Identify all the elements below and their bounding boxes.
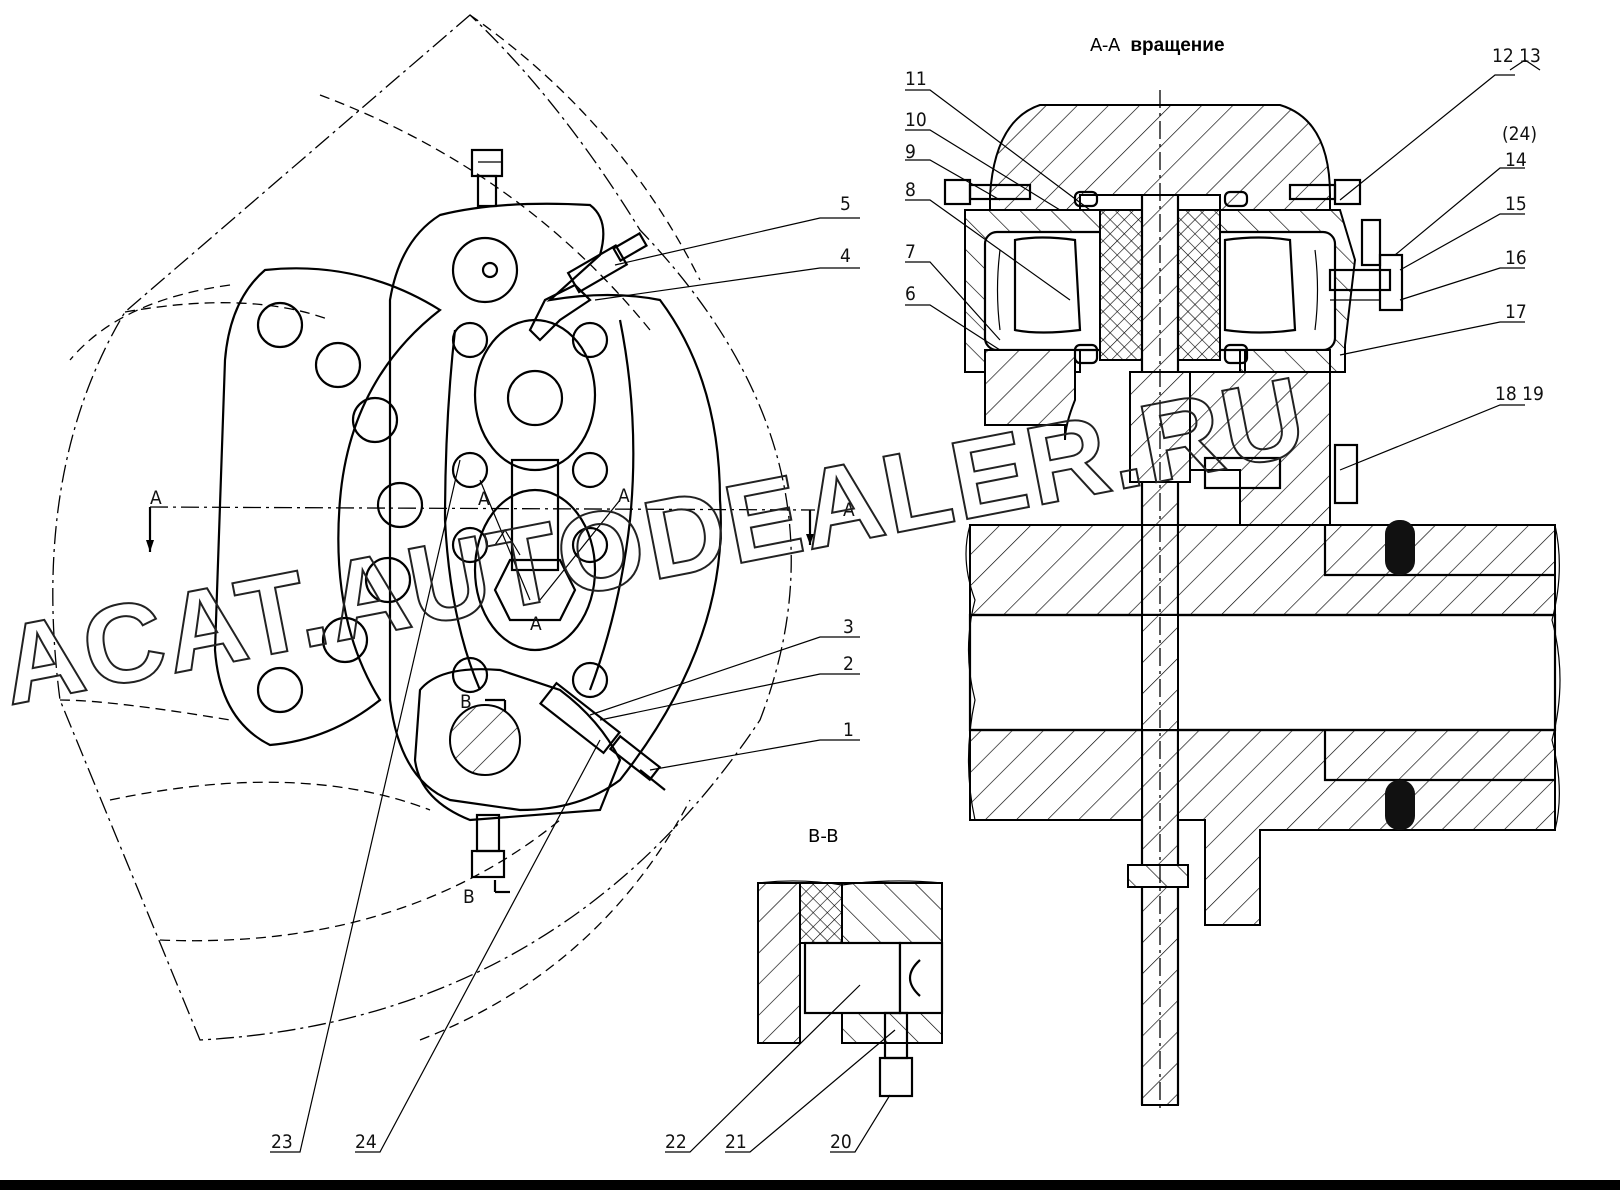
- callout-18-19: 18 19: [1495, 383, 1544, 405]
- callout-24: 24: [355, 1131, 377, 1153]
- bore-bolts: [451, 321, 609, 699]
- flange-plate: [213, 267, 442, 747]
- callout-4: 4: [840, 245, 851, 267]
- sector-outline: [52, 14, 792, 1041]
- flange-holes: [256, 301, 424, 714]
- leaders-aa: [905, 59, 1541, 471]
- callout-11: 11: [905, 68, 927, 90]
- callout-2: 2: [843, 653, 854, 675]
- callout-14: 14: [1505, 149, 1527, 171]
- callout-23: 23: [271, 1131, 293, 1153]
- callout-5: 5: [840, 193, 851, 215]
- section-bb-view: B-B 22 21 20: [665, 826, 944, 1153]
- lower-flange-left: [984, 349, 1076, 441]
- section-mark-b-bottom: B: [463, 886, 475, 908]
- bushing-left: [1099, 209, 1143, 361]
- callout-8: 8: [905, 179, 916, 201]
- section-aa-view: A-A вращение: [905, 35, 1561, 1110]
- callout-24-ref: (24): [1502, 123, 1537, 145]
- callout-20: 20: [830, 1131, 852, 1153]
- lower-fitting: [538, 681, 666, 791]
- upper-fitting: [528, 231, 648, 342]
- section-aa-title: A-A вращение: [1090, 35, 1225, 56]
- bottom-border: [0, 1180, 1620, 1190]
- callout-6: 6: [905, 283, 916, 305]
- section-bb-title: B-B: [808, 826, 839, 847]
- callout-21: 21: [725, 1131, 747, 1153]
- callout-17: 17: [1505, 301, 1527, 323]
- callout-12-13: 12 13: [1492, 45, 1541, 67]
- leaders-left: [270, 217, 860, 1153]
- callout-3: 3: [843, 616, 854, 638]
- callout-10: 10: [905, 109, 927, 131]
- lower-block: [413, 668, 622, 822]
- callout-7: 7: [905, 241, 916, 263]
- section-mark-b-top: B: [460, 691, 472, 713]
- callout-1: 1: [843, 719, 854, 741]
- front-view: A A A A A B B 5 4 3 2 1 23 24: [52, 14, 860, 1153]
- callout-16: 16: [1505, 247, 1527, 269]
- callout-9: 9: [905, 141, 916, 163]
- section-mark-a-mid1: A: [478, 488, 490, 510]
- seals: [1073, 190, 1249, 365]
- callout-15: 15: [1505, 193, 1527, 215]
- bushing-right: [1177, 209, 1221, 361]
- housing-body: [388, 202, 722, 812]
- section-mark-a-mid2: A: [618, 485, 630, 507]
- callout-22: 22: [665, 1131, 687, 1153]
- section-mark-a-left: A: [150, 487, 162, 509]
- section-mark-a-bolt: A: [530, 613, 542, 635]
- section-mark-a-right: A: [843, 499, 855, 521]
